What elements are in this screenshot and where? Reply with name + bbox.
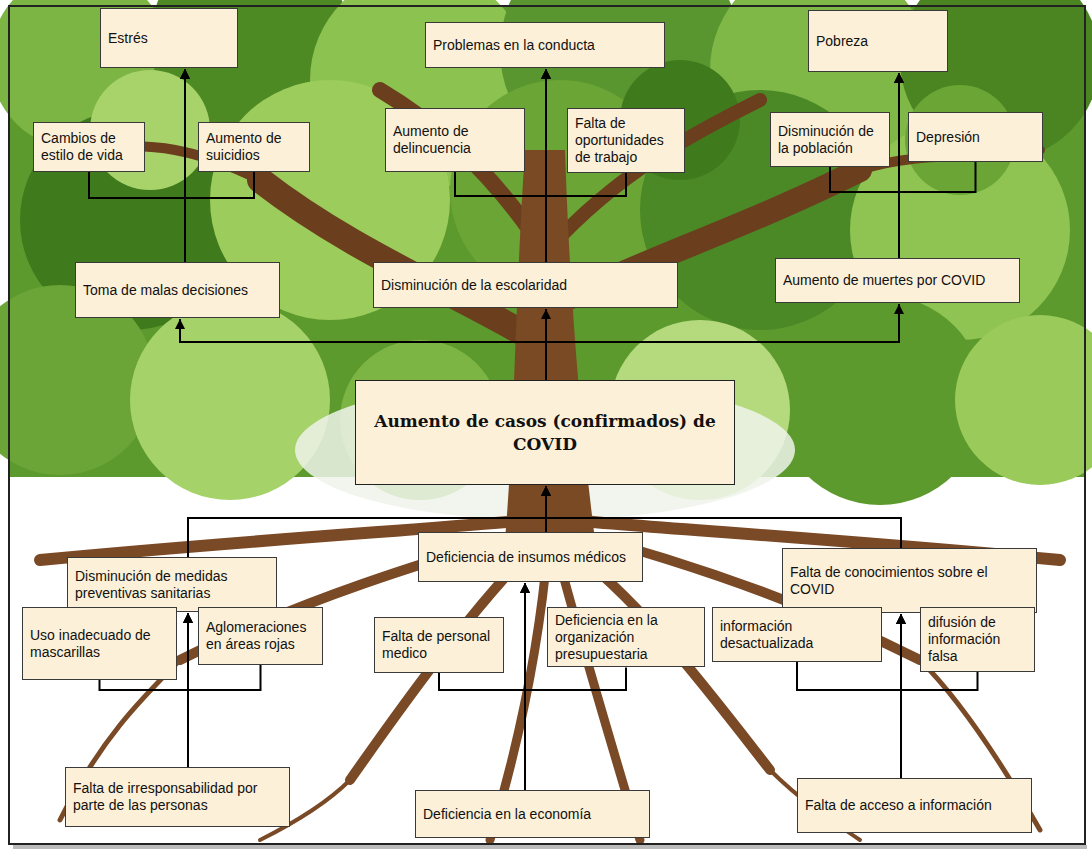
cause-arrow bbox=[545, 69, 547, 262]
box-text: Falta de irresponsabilidad por parte de … bbox=[73, 780, 282, 814]
cause-box: Falta de acceso a información bbox=[797, 778, 1032, 833]
effect-box: Aumento de muertes por COVID bbox=[775, 258, 1020, 303]
box-text: Falta de personal medico bbox=[382, 628, 496, 662]
cause-box: Deficiencia en la economía bbox=[415, 790, 650, 838]
frame bbox=[9, 6, 1085, 844]
roots bbox=[40, 520, 1060, 840]
box-text: Falta de oportunidades de trabajo bbox=[575, 115, 677, 165]
cause-arrow bbox=[546, 304, 899, 380]
branch bbox=[548, 100, 760, 250]
box-text: Aglomeraciones en áreas rojas bbox=[206, 619, 315, 653]
box-text: Uso inadecuado de mascarillas bbox=[30, 627, 169, 661]
cause-arrow bbox=[524, 583, 526, 790]
box-text: Disminución de la escolaridad bbox=[381, 277, 567, 294]
box-text: Toma de malas decisiones bbox=[83, 282, 248, 299]
cause-arrow bbox=[184, 69, 186, 262]
effect-box: Depresión bbox=[908, 112, 1043, 162]
frame-shadow bbox=[13, 845, 1087, 849]
box-text: Aumento de muertes por COVID bbox=[783, 272, 985, 289]
leaf-cluster bbox=[130, 300, 330, 500]
box-text: Problemas en la conducta bbox=[433, 37, 595, 54]
box-text: Deficiencia en la economía bbox=[423, 806, 591, 823]
core-problem-box: Aumento de casos (confirmados) de COVID bbox=[355, 380, 735, 485]
box-text: Aumento de delincuencia bbox=[393, 123, 517, 157]
box-text: información desactualizada bbox=[720, 618, 874, 652]
box-text: Deficiencia de insumos médicos bbox=[426, 549, 626, 566]
leaf-cluster bbox=[775, 295, 985, 505]
cause-box: Falta de personal medico bbox=[374, 617, 504, 673]
canopy bbox=[0, 0, 1092, 520]
effect-box: Toma de malas decisiones bbox=[75, 262, 280, 318]
cause-box: Falta de conocimientos sobre el COVID bbox=[782, 548, 1037, 613]
branch bbox=[260, 180, 535, 340]
cause-box: Uso inadecuado de mascarillas bbox=[22, 607, 177, 680]
effect-box: Disminución de la población bbox=[770, 112, 890, 167]
branch bbox=[380, 90, 530, 230]
cause-arrow bbox=[898, 73, 900, 258]
box-text: Depresión bbox=[916, 129, 980, 146]
effect-box: Estrés bbox=[100, 8, 238, 68]
effect-box: Aumento de delincuencia bbox=[385, 108, 525, 172]
box-text: Aumento de casos (confirmados) de COVID bbox=[370, 410, 720, 454]
box-text: Disminución de medidas preventivas sanit… bbox=[75, 568, 269, 602]
box-text: difusión de información falsa bbox=[928, 614, 1027, 664]
box-text: Falta de conocimientos sobre el COVID bbox=[790, 564, 1029, 598]
leaf-cluster bbox=[955, 315, 1092, 485]
cause-arrow bbox=[900, 614, 902, 778]
cause-box: Falta de irresponsabilidad por parte de … bbox=[65, 767, 290, 827]
cause-box: difusión de información falsa bbox=[920, 607, 1035, 672]
effect-box: Disminución de la escolaridad bbox=[373, 262, 678, 308]
effect-box: Pobreza bbox=[808, 10, 948, 72]
effect-box: Cambios de estilo de vida bbox=[33, 122, 145, 172]
box-text: Deficiencia en la organización presupues… bbox=[555, 612, 697, 662]
effect-box: Falta de oportunidades de trabajo bbox=[567, 108, 685, 173]
cause-box: información desactualizada bbox=[712, 607, 882, 662]
cause-arrow bbox=[180, 319, 546, 380]
cause-box: Deficiencia de insumos médicos bbox=[418, 532, 643, 582]
box-text: Falta de acceso a información bbox=[805, 797, 992, 814]
box-text: Disminución de la población bbox=[778, 123, 882, 157]
cause-box: Deficiencia en la organización presupues… bbox=[547, 607, 705, 667]
box-text: Aumento de suicidios bbox=[206, 130, 302, 164]
cause-box: Aglomeraciones en áreas rojas bbox=[198, 607, 323, 665]
box-text: Cambios de estilo de vida bbox=[41, 130, 137, 164]
box-text: Estrés bbox=[108, 30, 148, 47]
cause-box: Disminución de medidas preventivas sanit… bbox=[67, 557, 277, 612]
box-text: Pobreza bbox=[816, 33, 868, 50]
effect-box: Aumento de suicidios bbox=[198, 122, 310, 172]
effect-box: Problemas en la conducta bbox=[425, 22, 665, 68]
cause-arrow bbox=[187, 613, 189, 767]
